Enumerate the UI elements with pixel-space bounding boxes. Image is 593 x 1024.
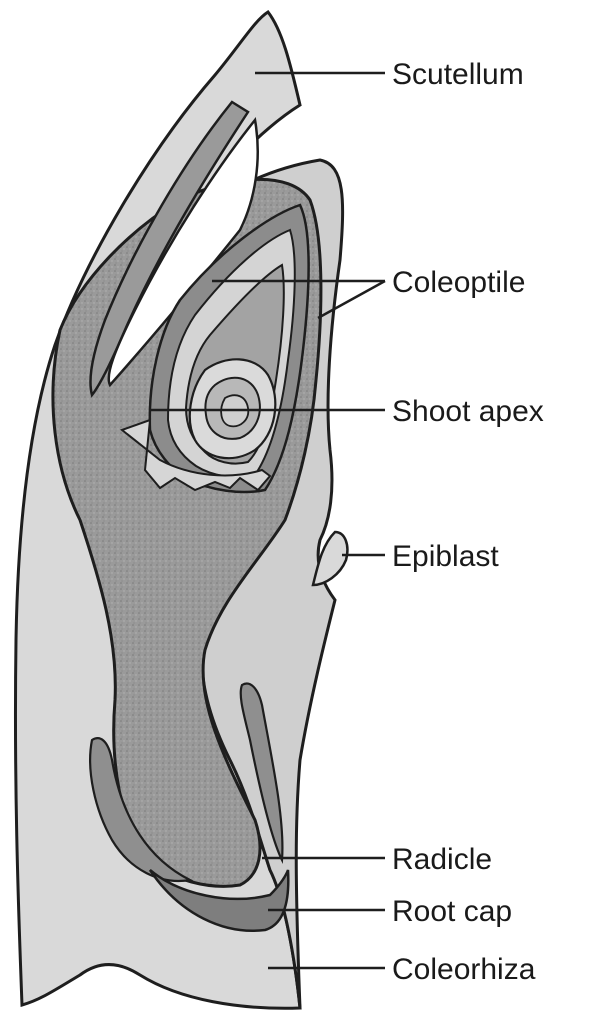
label-epiblast: Epiblast: [392, 542, 499, 572]
label-radicle: Radicle: [392, 845, 492, 875]
label-coleoptile: Coleoptile: [392, 268, 525, 298]
label-coleorhiza: Coleorhiza: [392, 955, 535, 985]
label-scutellum: Scutellum: [392, 60, 524, 90]
label-shoot-apex: Shoot apex: [392, 397, 544, 427]
label-root-cap: Root cap: [392, 897, 512, 927]
